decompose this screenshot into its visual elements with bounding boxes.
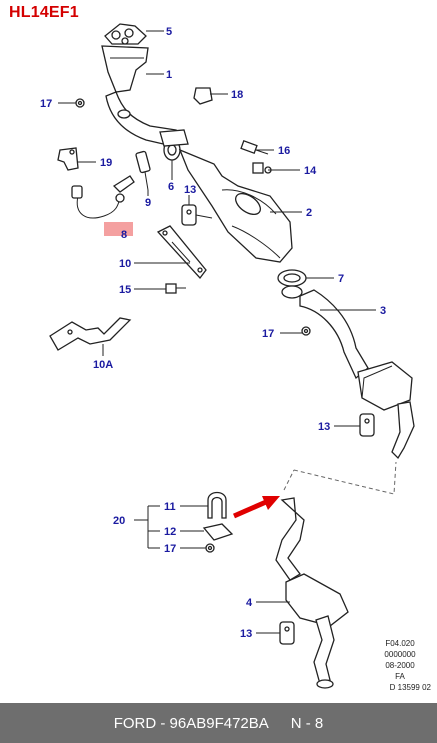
callout-14: 14: [304, 165, 317, 177]
callout-4: 4: [246, 597, 253, 609]
code-line-4: FA: [395, 672, 405, 681]
callout-8: 8: [121, 229, 127, 241]
flange-front: [159, 129, 189, 147]
rear-muffler-part-4[interactable]: [275, 497, 349, 689]
callout-2: 2: [306, 207, 312, 219]
callout-13-top: 13: [184, 184, 196, 196]
bracket-part-13-bottom[interactable]: [279, 621, 295, 645]
gasket-part-5[interactable]: [104, 23, 147, 45]
manifold-part-1[interactable]: [101, 45, 177, 147]
bracket-part-13-mid[interactable]: [359, 413, 375, 437]
callout-7: 7: [338, 273, 344, 285]
callout-19: 19: [100, 157, 112, 169]
callout-20: 20: [113, 515, 125, 527]
callout-13-mid: 13: [318, 421, 330, 433]
code-line-1: F04.020: [385, 639, 415, 648]
drawing-code-block: F04.020 0000000 08-2000 FA D 13599 02: [371, 638, 431, 693]
bolt-part-14[interactable]: [252, 162, 272, 174]
clip-part-18[interactable]: [193, 87, 213, 105]
callout-1: 1: [166, 69, 172, 81]
connector-part-9[interactable]: [135, 150, 151, 191]
callout-6: 6: [168, 181, 174, 193]
diagram-code-title: HL14EF1: [9, 4, 79, 21]
nut-part-17-mid[interactable]: [301, 326, 311, 336]
code-line-2: 0000000: [384, 650, 416, 659]
callout-15: 15: [119, 284, 131, 296]
footer-part-ref: FORD - 96AB9F472BA: [113, 714, 269, 732]
callout-16: 16: [278, 145, 290, 157]
stud-part-16[interactable]: [240, 140, 269, 155]
highlight-part-8: [104, 222, 133, 236]
bracket-part-10[interactable]: [156, 225, 207, 280]
bolt-part-15[interactable]: [165, 283, 186, 294]
callout-10a: 10A: [93, 359, 113, 371]
gasket-part-7[interactable]: [277, 269, 307, 299]
leader-lines: [58, 30, 376, 634]
callout-10: 10: [119, 258, 131, 270]
code-line-3: 08-2000: [385, 661, 415, 670]
group-bracket-20: [134, 505, 160, 549]
clamp-part-12[interactable]: [202, 523, 234, 541]
cut-line: [293, 461, 397, 495]
nut-part-17-top[interactable]: [75, 98, 85, 108]
footer-bar: FORD - 96AB9F472BA N - 8: [0, 703, 437, 743]
callout-17-bottom: 17: [164, 543, 176, 555]
callout-5: 5: [166, 26, 172, 38]
code-line-5: D 13599 02: [389, 683, 431, 692]
catalytic-converter-part-2[interactable]: [178, 148, 293, 263]
callout-17-mid: 17: [262, 328, 274, 340]
callout-11: 11: [164, 501, 176, 513]
bracket-part-13-top[interactable]: [181, 204, 213, 226]
callout-3: 3: [380, 305, 386, 317]
exhaust-system-diagram: 5 1 17 18 16 14 19 6 13 9 2 8 10 7 15 3 …: [40, 23, 415, 689]
callout-13-bottom: 13: [240, 628, 252, 640]
red-arrow: [232, 496, 280, 519]
u-bolt-part-11[interactable]: [207, 491, 227, 519]
callout-18: 18: [231, 89, 243, 101]
callout-9: 9: [145, 197, 151, 209]
intermediate-pipe-part-3[interactable]: [299, 289, 415, 460]
bracket-part-10a[interactable]: [49, 317, 132, 351]
footer-position: N - 8: [290, 714, 324, 732]
callout-17-top: 17: [40, 98, 52, 110]
oxygen-sensor-part-8[interactable]: [71, 175, 135, 219]
cut-line-2: [283, 469, 295, 491]
bracket-part-19[interactable]: [57, 147, 79, 171]
callout-12: 12: [164, 526, 176, 538]
nut-part-17-bottom[interactable]: [205, 543, 215, 553]
